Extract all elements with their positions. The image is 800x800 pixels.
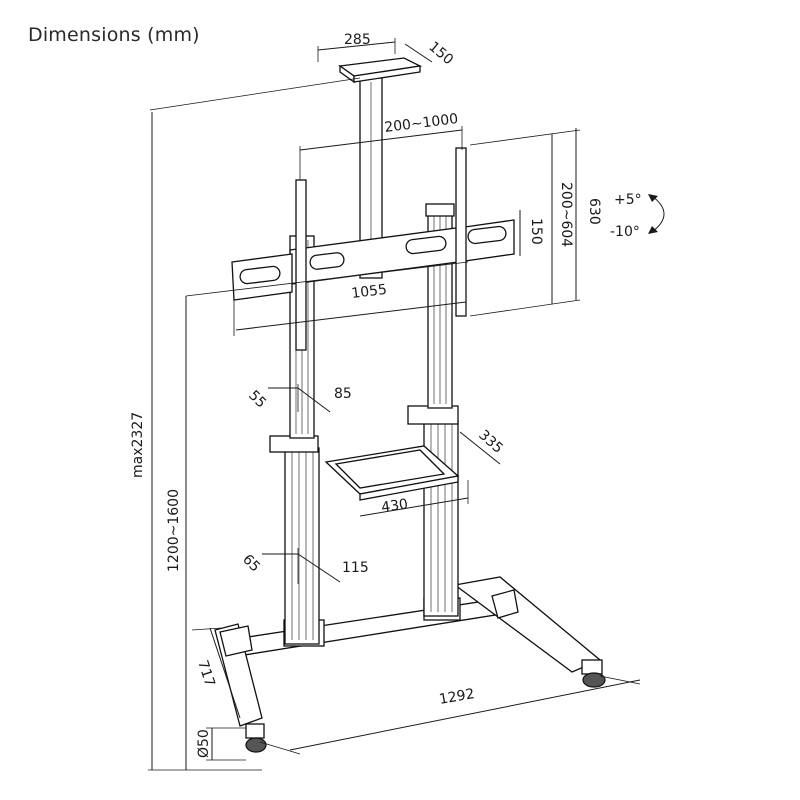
label-top-plate-depth: 150 — [425, 39, 456, 68]
label-height-range: 1200~1600 — [166, 489, 182, 572]
label-bracket-inner: 150 — [528, 218, 544, 245]
vesa-bracket — [231, 147, 515, 351]
label-base-width: 1292 — [438, 686, 476, 708]
label-caster-diameter: Ø50 — [196, 729, 212, 758]
accessory-shelf — [324, 445, 460, 501]
label-base-depth: 717 — [194, 658, 217, 688]
label-shelf-depth: 335 — [475, 427, 506, 457]
left-column — [269, 235, 320, 645]
label-upper-column-depth: 55 — [245, 388, 269, 412]
label-tilt-down: -10° — [610, 224, 640, 240]
label-max-height: max2327 — [130, 412, 146, 478]
label-upper-column-width: 85 — [334, 386, 352, 402]
label-top-plate-width: 285 — [344, 32, 371, 48]
label-lower-column-width: 115 — [342, 560, 369, 576]
label-bracket-width: 1055 — [351, 282, 388, 302]
label-vesa-vertical: 200~604 — [558, 182, 574, 247]
label-tilt-up: +5° — [614, 192, 642, 208]
dimension-labels: 285 150 200~1000 630 200~604 150 +5° -10… — [130, 32, 642, 758]
label-lower-column-depth: 65 — [239, 552, 263, 576]
caster-front-left — [245, 723, 267, 753]
dimension-lines — [148, 38, 665, 771]
caster-right — [581, 659, 606, 688]
label-shelf-width: 430 — [380, 496, 409, 516]
diagram-title: Dimensions (mm) — [28, 24, 200, 46]
label-bracket-height: 630 — [586, 198, 602, 225]
camera-mast — [338, 57, 423, 279]
